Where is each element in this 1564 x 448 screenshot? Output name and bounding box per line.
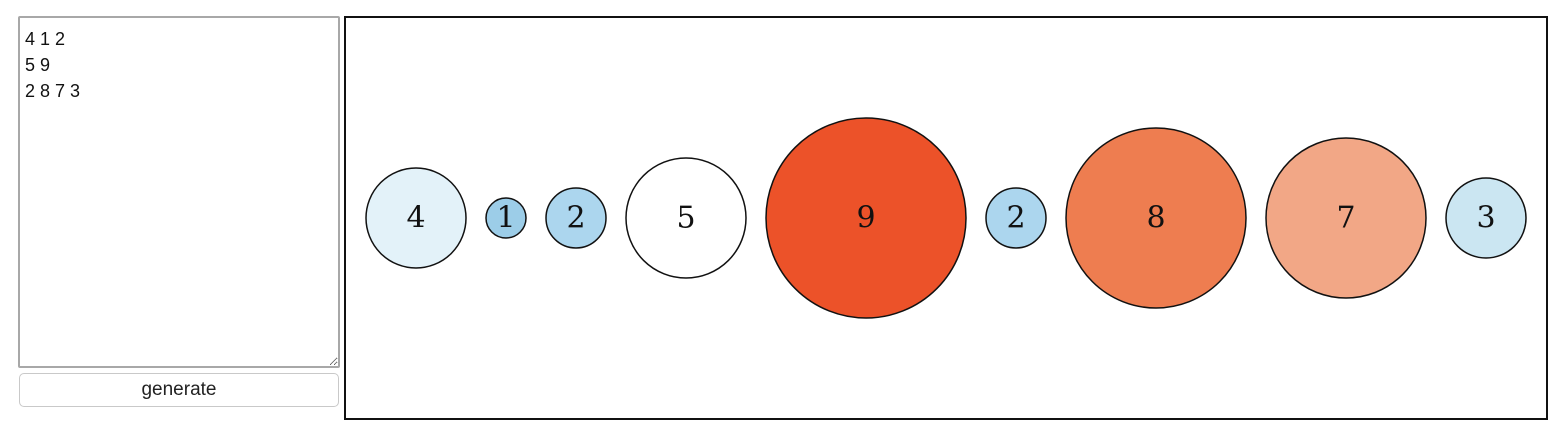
bubble-label: 7 (1336, 201, 1355, 236)
bubble-label: 4 (406, 201, 425, 236)
bubble-circle (765, 117, 967, 319)
bubble-circle (545, 187, 607, 249)
bubble-chart: 4 1 2 5 9 2 8 7 3 (365, 117, 1527, 319)
bubble: 2 (545, 187, 607, 249)
bubble-canvas: 4 1 2 5 9 2 8 7 3 (344, 16, 1548, 420)
bubble: 8 (1065, 127, 1247, 309)
bubble-label: 1 (496, 201, 515, 236)
bubble: 3 (1445, 177, 1527, 259)
bubble-label: 5 (676, 201, 695, 236)
bubble: 7 (1265, 137, 1427, 299)
bubble-circle (1265, 137, 1427, 299)
bubble: 5 (625, 157, 747, 279)
generate-button[interactable]: generate (19, 373, 339, 407)
bubble-circle (485, 197, 527, 239)
bubble-label: 2 (1006, 201, 1025, 236)
bubble-circle (365, 167, 467, 269)
numbers-input[interactable] (18, 16, 340, 368)
bubble-circle (985, 187, 1047, 249)
bubble: 2 (985, 187, 1047, 249)
bubble-label: 9 (856, 201, 875, 236)
bubble-label: 2 (566, 201, 585, 236)
bubble: 9 (765, 117, 967, 319)
bubble-circle (1065, 127, 1247, 309)
bubble: 4 (365, 167, 467, 269)
bubble-circle (1445, 177, 1527, 259)
input-panel: generate (18, 16, 340, 407)
bubble-label: 3 (1476, 201, 1495, 236)
bubble: 1 (485, 197, 527, 239)
bubble-circle (625, 157, 747, 279)
bubble-label: 8 (1146, 201, 1165, 236)
